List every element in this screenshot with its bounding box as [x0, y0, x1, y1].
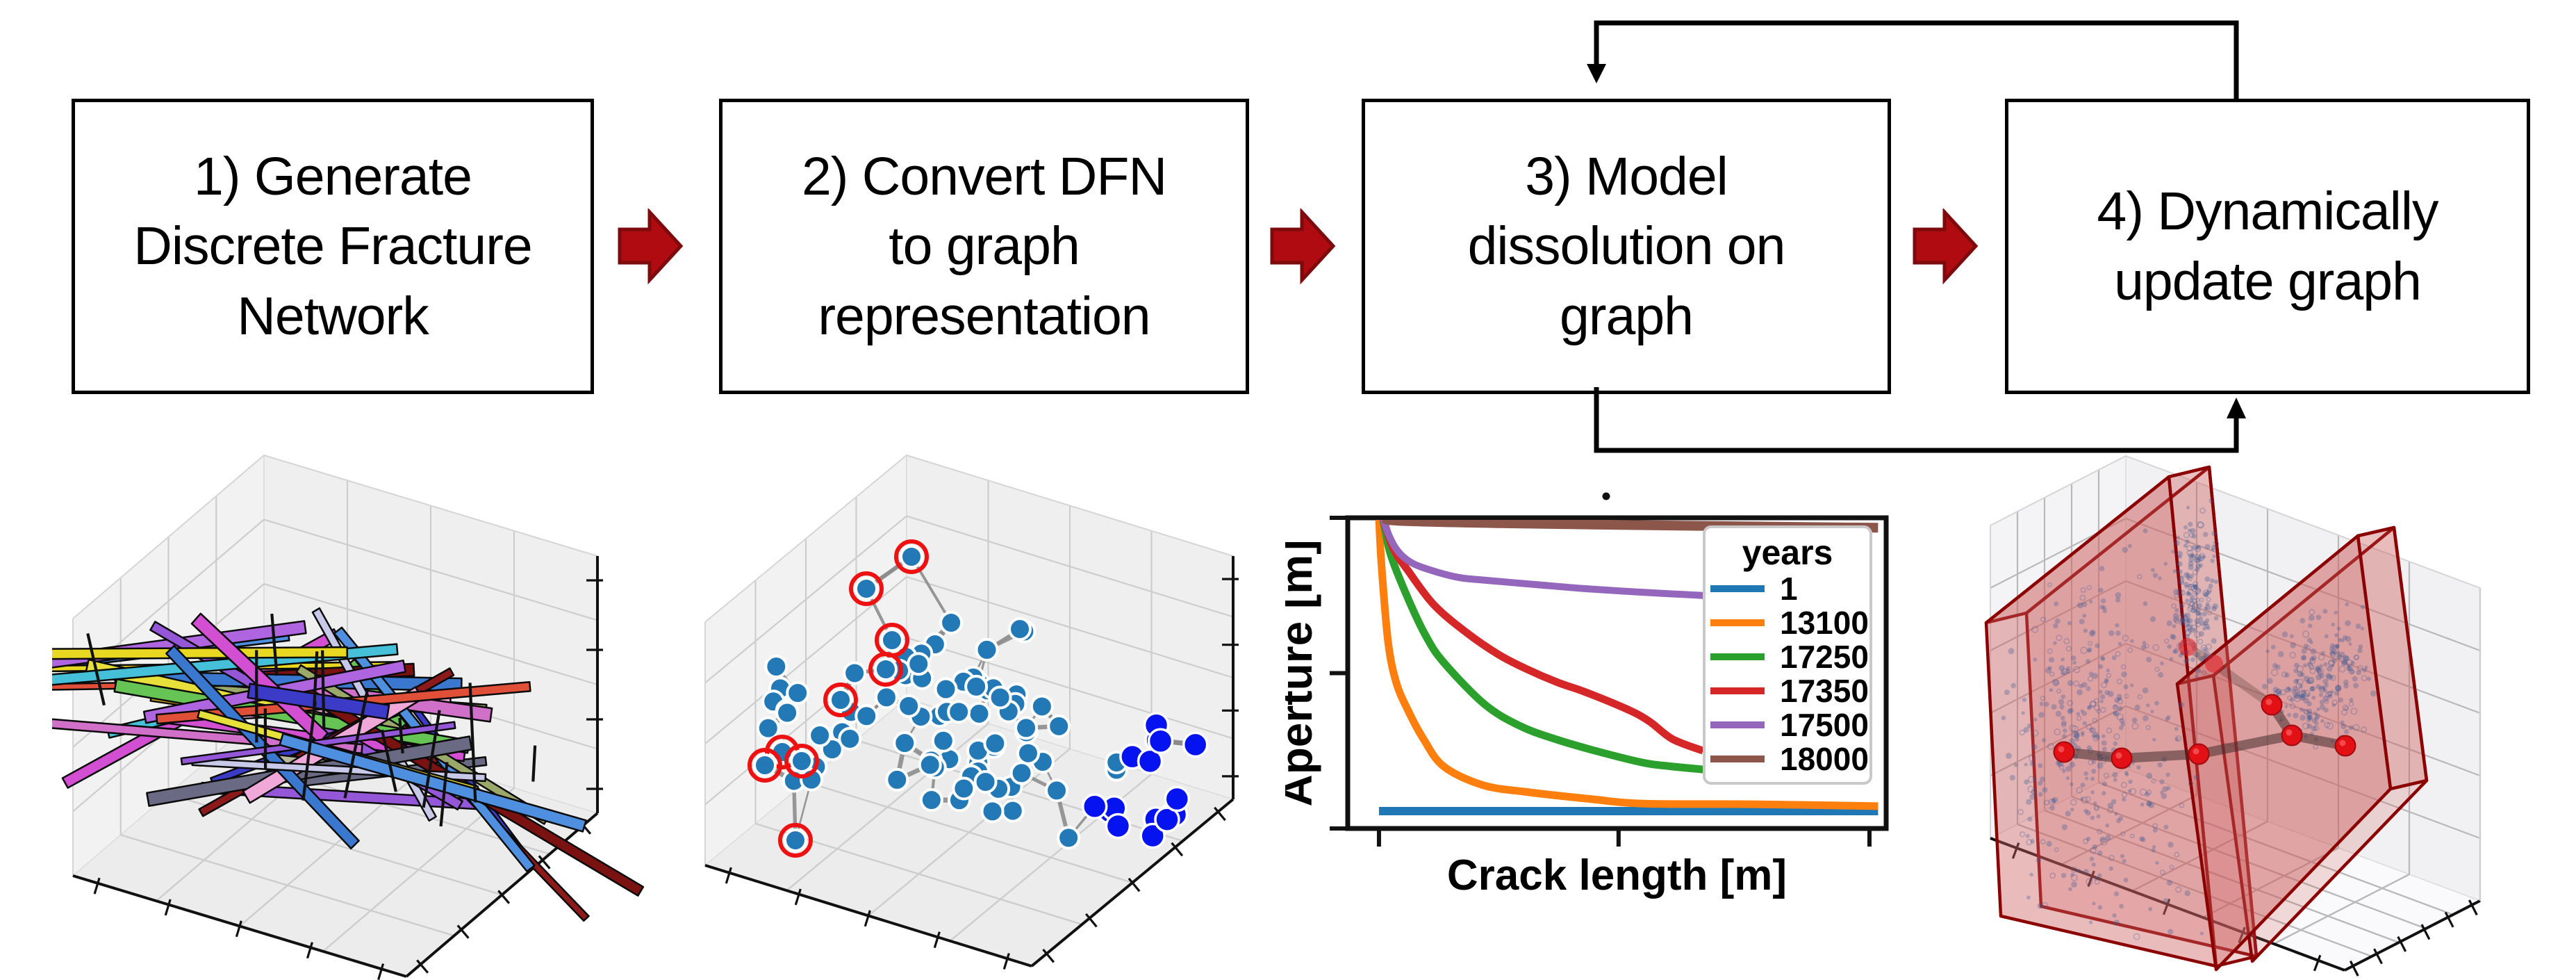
- aperture-crack-length-chart: Crack length [m]Aperture [m]years1131001…: [1285, 438, 1924, 924]
- step-3-line: 3) Model: [1525, 142, 1728, 211]
- updated-graph-3d-plot: [1980, 414, 2576, 977]
- legend-title: years: [1742, 533, 1833, 572]
- step-2-line: to graph: [889, 211, 1080, 281]
- workflow-step-4: 4) Dynamically update graph: [2005, 99, 2530, 394]
- step-3-line: graph: [1560, 281, 1693, 351]
- legend-entry: 1: [1780, 571, 1798, 607]
- legend-entry: 18000: [1780, 741, 1869, 777]
- step-1-line: 1) Generate: [194, 142, 472, 211]
- workflow-step-1: 1) Generate Discrete Fracture Network: [72, 99, 594, 394]
- step-4-line: 4) Dynamically: [2097, 177, 2438, 246]
- loop-step4-to-step3: [1587, 23, 2236, 99]
- step-1-line: Discrete Fracture: [133, 211, 531, 281]
- arrowhead-down-icon: [1587, 64, 1606, 83]
- step-1-line: Network: [237, 281, 428, 351]
- legend-entry: 13100: [1780, 605, 1869, 641]
- y-axis-label: Aperture [m]: [1285, 539, 1321, 806]
- flow-arrow-step2-step3-icon: [1269, 209, 1339, 285]
- workflow-step-3: 3) Model dissolution on graph: [1362, 99, 1891, 394]
- graph-3d-plot: [677, 414, 1303, 977]
- step-3-line: dissolution on: [1468, 211, 1785, 281]
- legend-entry: 17250: [1780, 639, 1869, 675]
- step-4-line: update graph: [2114, 247, 2421, 316]
- legend-entry: 17350: [1780, 673, 1869, 709]
- x-axis-label: Crack length [m]: [1447, 851, 1787, 899]
- step-2-line: 2) Convert DFN: [802, 142, 1166, 211]
- legend-entry: 17500: [1780, 707, 1869, 743]
- dfn-3d-plot: [52, 417, 663, 980]
- flow-arrow-step3-step4-icon: [1912, 209, 1981, 285]
- workflow-step-2: 2) Convert DFN to graph representation: [719, 99, 1249, 394]
- step-2-line: representation: [818, 281, 1150, 351]
- flow-arrow-step1-step2-icon: [617, 209, 686, 285]
